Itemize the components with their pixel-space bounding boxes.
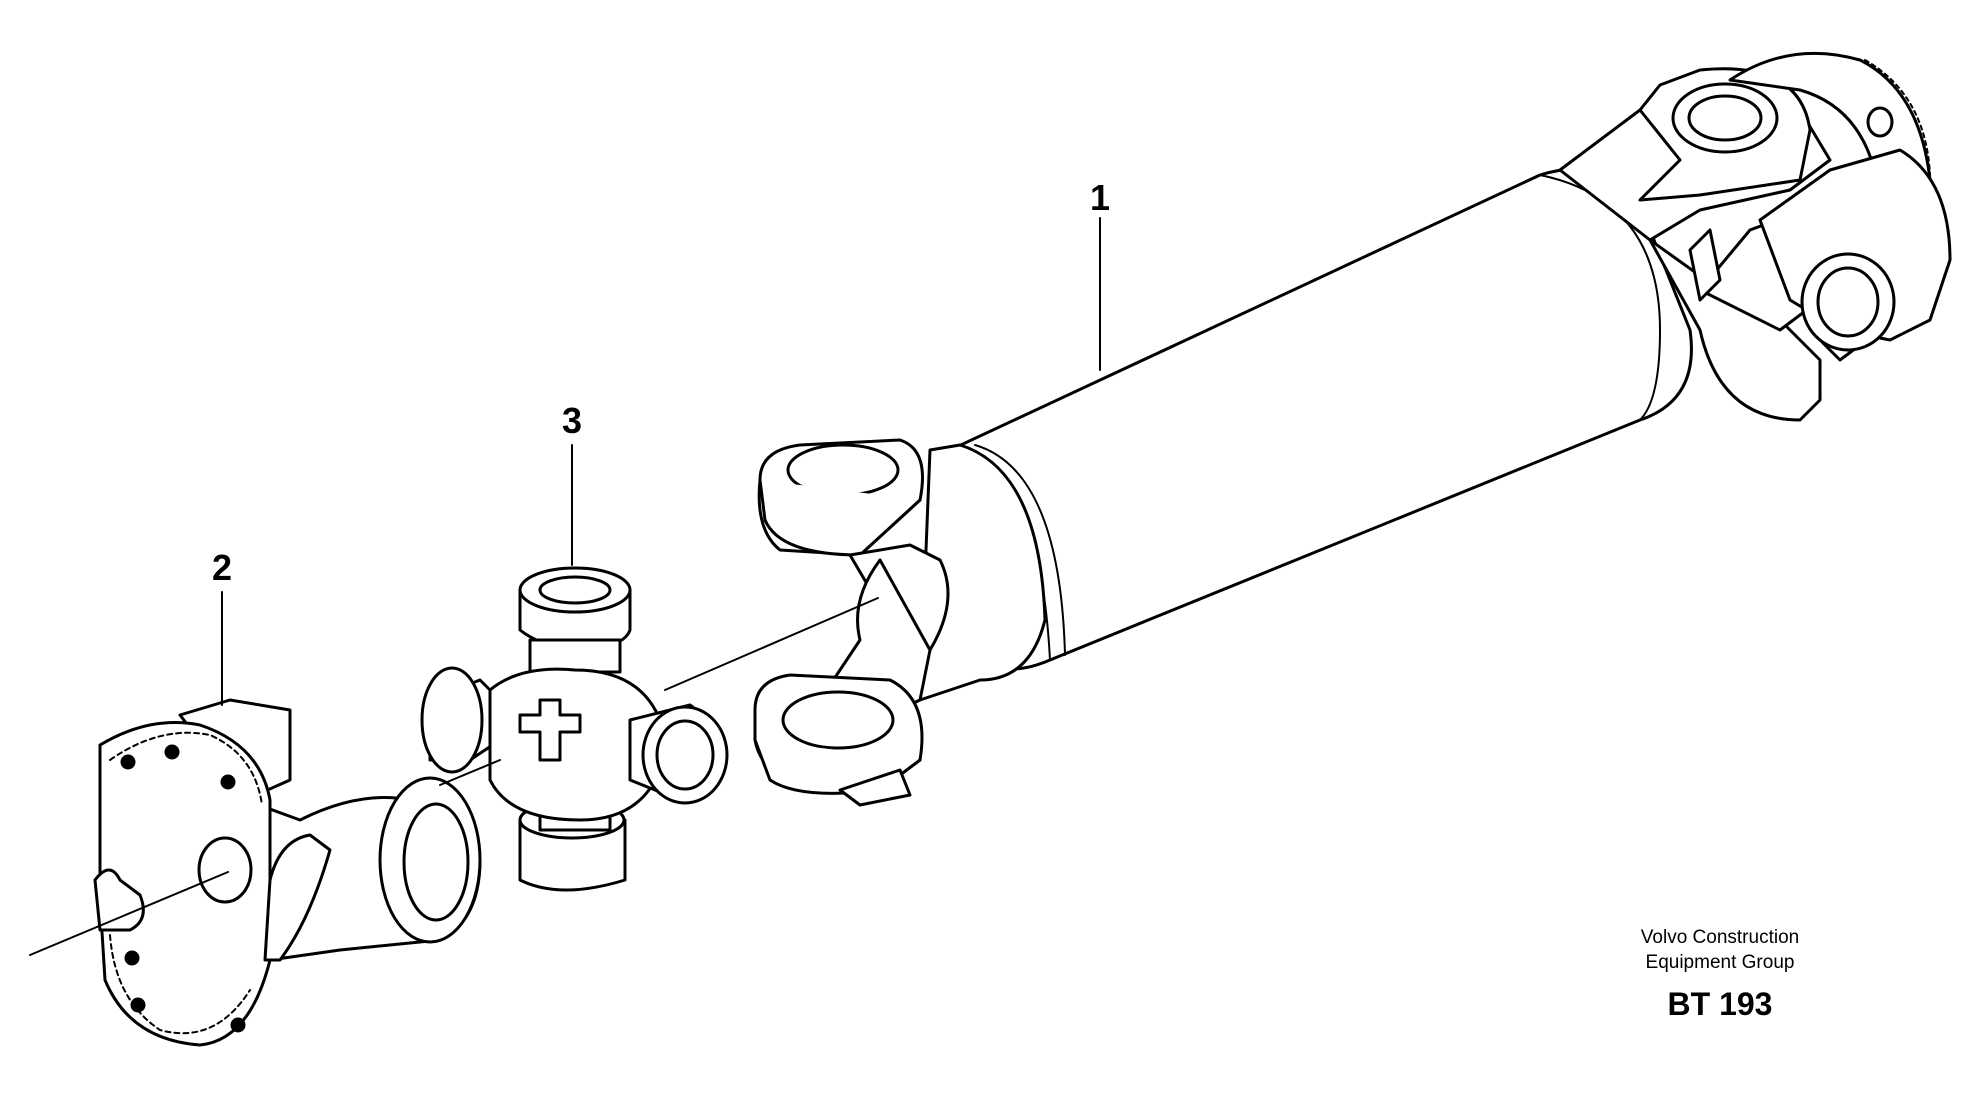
assembly-axis-line [664, 597, 879, 691]
flange-yoke [93, 698, 482, 1047]
figure-code: BT 193 [1667, 986, 1773, 1022]
propeller-shaft [753, 51, 1952, 807]
credit-line-1: Volvo Construction [1640, 927, 1800, 948]
universal-joint-cross [420, 566, 729, 892]
callout-3: 3 [562, 400, 582, 441]
credit-line-2: Equipment Group [1645, 952, 1795, 973]
shaft-near-yoke [753, 438, 1047, 807]
callout-1: 1 [1090, 177, 1110, 218]
shaft-far-yoke [1558, 51, 1952, 422]
assembly-axis-line [29, 871, 229, 956]
callout-2: 2 [212, 547, 232, 588]
assembly-axis-line [439, 759, 501, 786]
